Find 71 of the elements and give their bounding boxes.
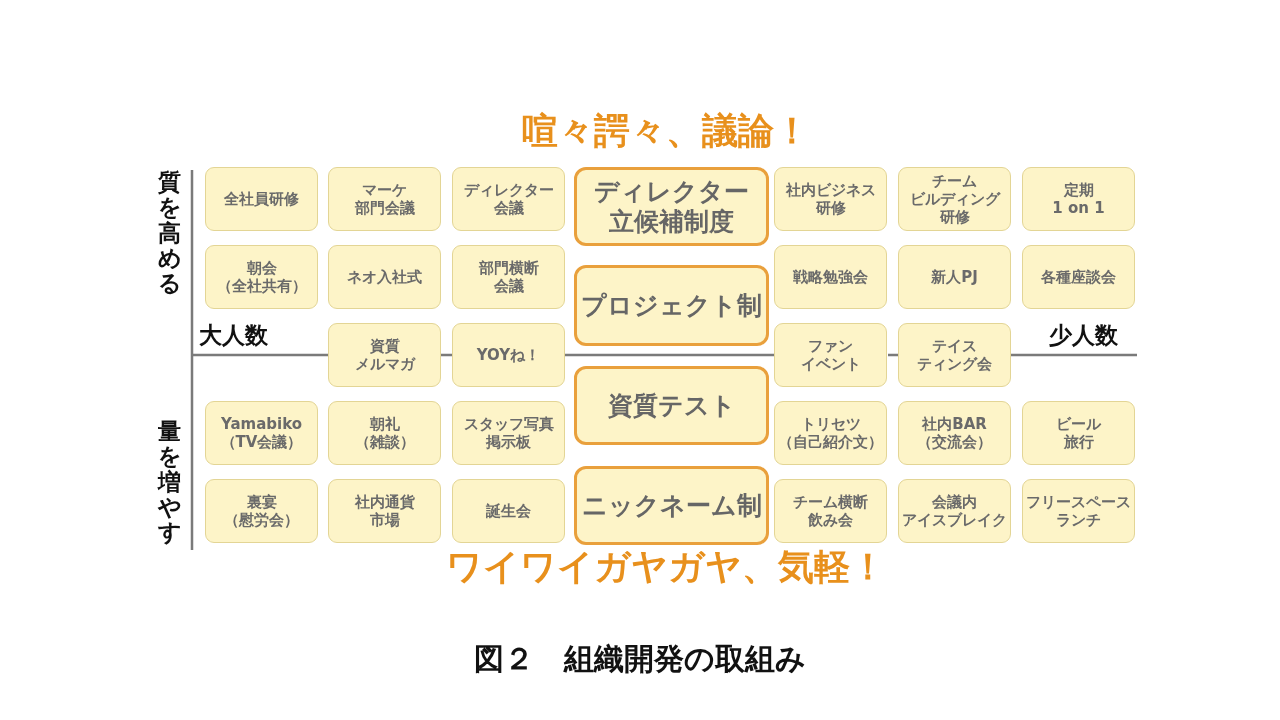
activity-label: 全社員研修 (224, 190, 299, 208)
activity-box (774, 401, 887, 465)
activity-label: YOYね！ (476, 346, 541, 364)
activity-box (774, 245, 887, 309)
initiative-label: 資質テスト (607, 390, 736, 421)
activity-box (1022, 167, 1135, 231)
activity-box (898, 323, 1011, 387)
activity-box (328, 401, 441, 465)
activity-label: 社内ビジネス研修 (785, 181, 876, 217)
activity-box (205, 167, 318, 231)
axis-label: 質を高める (158, 170, 181, 297)
initiative-label: ニックネーム制 (581, 490, 762, 521)
axis-label: 大人数 (199, 323, 268, 349)
activity-box (898, 479, 1011, 543)
slogan-text: ワイワイガヤガヤ、気軽！ (446, 547, 886, 587)
activity-box (328, 479, 441, 543)
activity-label: 誕生会 (486, 502, 531, 520)
activity-label: 社内通貨市場 (354, 493, 415, 529)
activity-box (898, 245, 1011, 309)
activity-box (898, 401, 1011, 465)
activity-box (452, 479, 565, 543)
slogan-text: 喧々諤々、議論！ (522, 111, 810, 151)
axis-label: 少人数 (1049, 323, 1118, 349)
activity-box (1022, 245, 1135, 309)
initiative-box (574, 466, 769, 545)
initiative-label: ディレクター立候補制度 (594, 176, 749, 237)
axis-label: 量を増やす (158, 419, 181, 546)
activity-label: 会議内アイスブレイク (902, 493, 1007, 529)
activity-box (205, 479, 318, 543)
activity-label: 定期1 on 1 (1052, 181, 1105, 217)
activity-box (1022, 401, 1135, 465)
activity-label: テイスティング会 (917, 337, 992, 373)
activity-label: 新人PJ (931, 268, 978, 286)
activity-label: フリースペースランチ (1026, 493, 1131, 529)
activity-label: 各種座談会 (1041, 268, 1116, 286)
initiative-box (574, 265, 769, 346)
activity-box (452, 323, 565, 387)
initiative-box (574, 366, 769, 445)
activity-box (774, 479, 887, 543)
activity-label: ファンイベント (800, 337, 861, 373)
activity-label: ネオ入社式 (347, 268, 422, 286)
activity-label: 部門横断会議 (478, 259, 539, 295)
activity-box (205, 245, 318, 309)
activity-box (328, 323, 441, 387)
activity-box (205, 401, 318, 465)
activity-label: ディレクター会議 (463, 181, 554, 217)
activity-label: ビール旅行 (1056, 415, 1101, 451)
activity-label: 資質メルマガ (354, 337, 415, 373)
activity-label: トリセツ（自己紹介文） (778, 415, 883, 451)
activity-box (898, 167, 1011, 231)
activity-label: チームビルディング研修 (909, 172, 1000, 226)
activity-label: 朝会（全社共有） (216, 259, 307, 295)
figure-caption: 図２ 組織開発の取組み (474, 642, 806, 677)
activity-label: Yamabiko（TV会議） (220, 415, 303, 451)
activity-box (774, 323, 887, 387)
activity-box (328, 167, 441, 231)
activity-label: 裏宴（慰労会） (224, 493, 299, 529)
activity-label: マーケ部門会議 (354, 181, 415, 217)
activity-label: 朝礼（雑談） (354, 415, 415, 451)
activity-box (774, 167, 887, 231)
activity-box (1022, 479, 1135, 543)
activity-box (452, 401, 565, 465)
initiative-label: プロジェクト制 (581, 290, 762, 321)
activity-label: 戦略勉強会 (793, 268, 868, 286)
activity-label: スタッフ写真掲示板 (463, 415, 554, 451)
activity-box (328, 245, 441, 309)
initiative-box (574, 167, 769, 246)
activity-box (452, 167, 565, 231)
activity-label: 社内BAR（交流会） (917, 415, 992, 451)
activity-box (452, 245, 565, 309)
activity-label: チーム横断飲み会 (793, 493, 868, 529)
